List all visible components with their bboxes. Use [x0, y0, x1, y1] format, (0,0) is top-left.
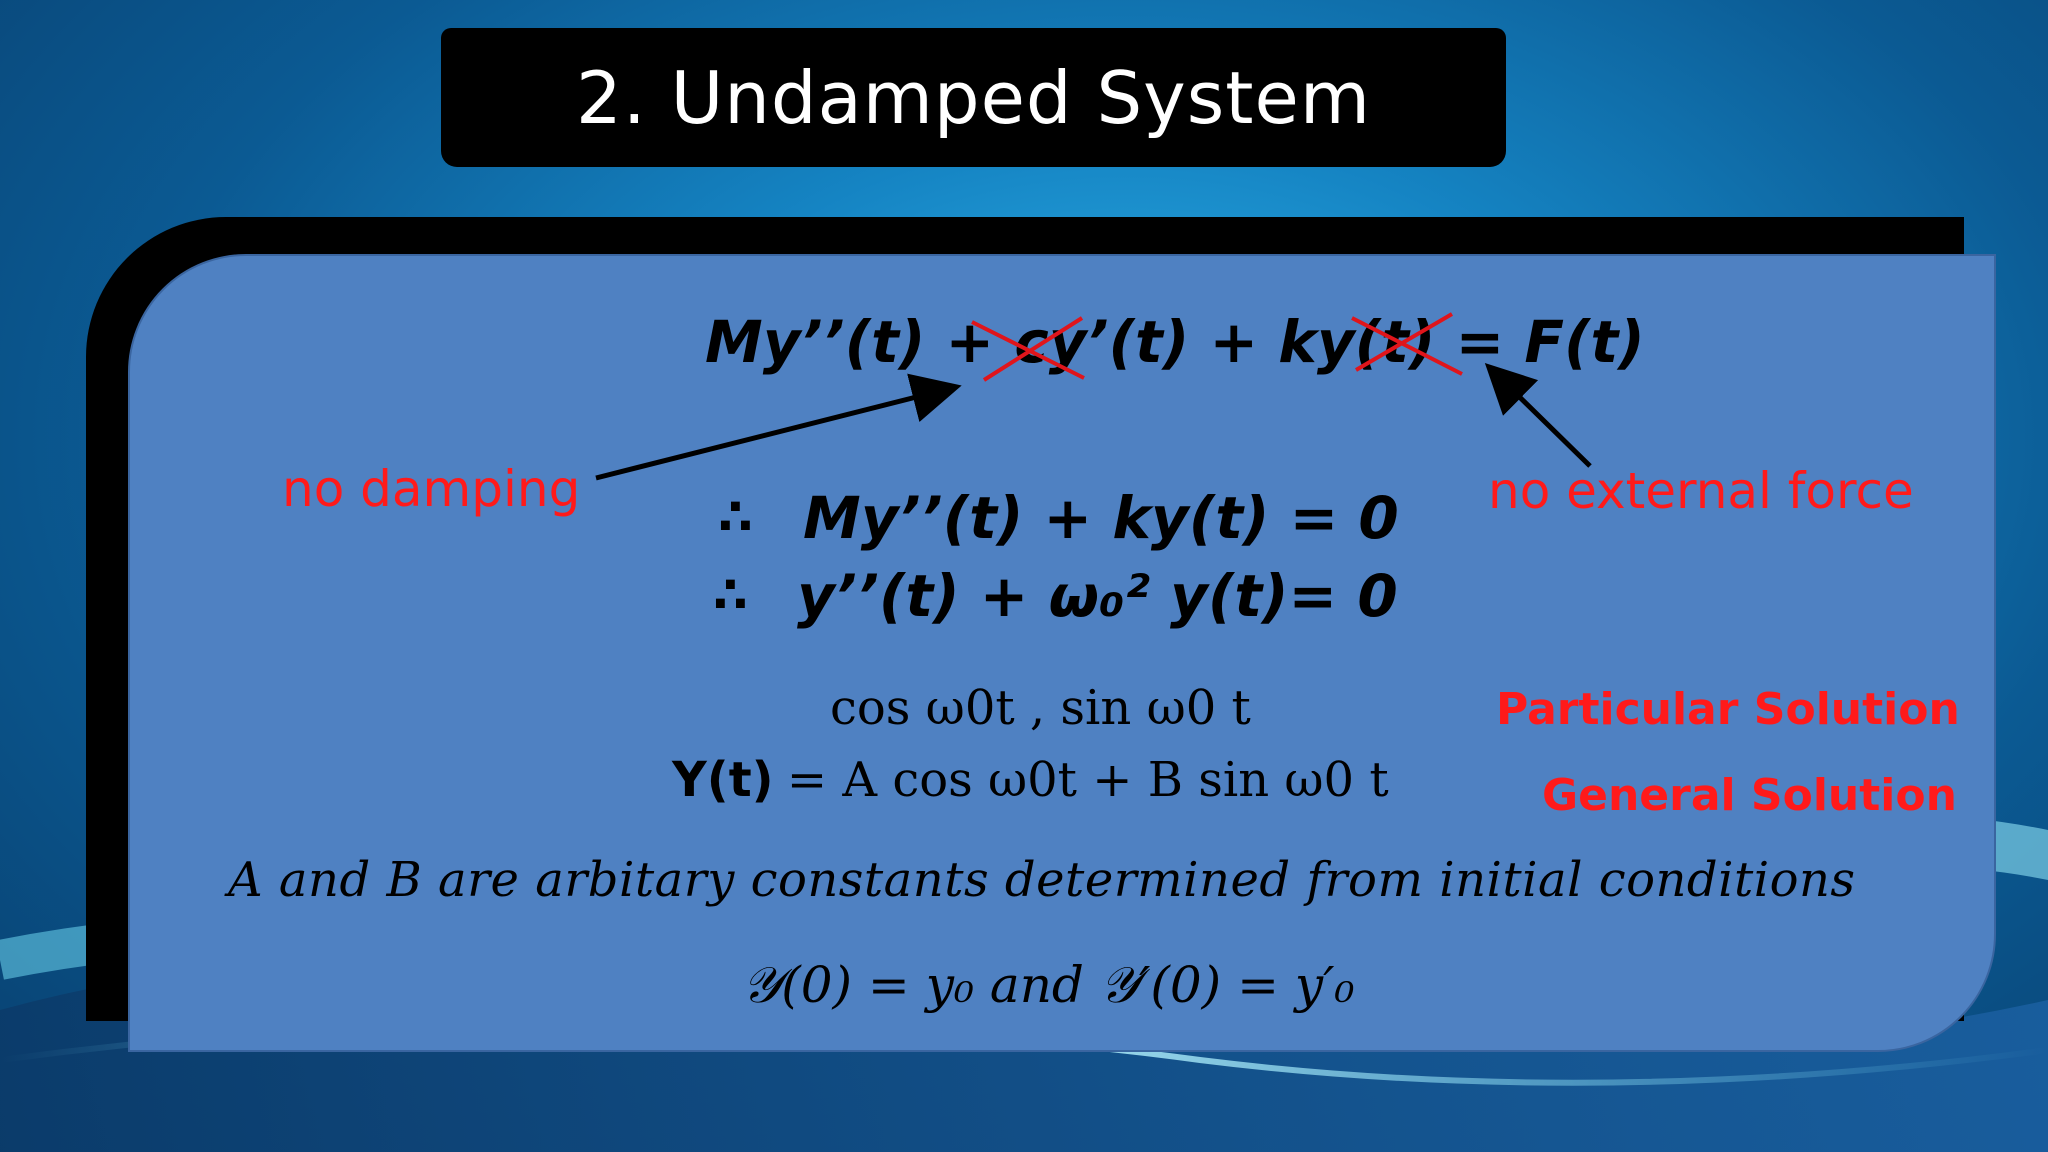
general-solution-label: General Solution — [1542, 770, 1957, 821]
therefore-symbol-2: ∴ — [713, 566, 748, 624]
general-solution-lhs: Y(t) — [672, 752, 774, 808]
reduced-equation-2: y’’(t) + ω₀² y(t)= 0 — [797, 562, 1398, 630]
particular-solution-label: Particular Solution — [1496, 684, 1960, 735]
therefore-symbol-1: ∴ — [718, 488, 753, 546]
general-solution-rhs: = A cos ω0t + B sin ω0 t — [786, 752, 1389, 808]
slide-title: 2. Undamped System — [576, 55, 1371, 140]
constants-note: A and B are arbitary constants determine… — [228, 852, 1856, 908]
initial-conditions: 𝒴(0) = y₀ and 𝒴′(0) = y′₀ — [742, 956, 1355, 1014]
main-equation: My’’(t) + cy’(t) + ky(t) = F(t) — [705, 308, 1645, 376]
general-solution: Y(t) = A cos ω0t + B sin ω0 t — [672, 752, 1389, 808]
particular-solution: cos ω0t , sin ω0 t — [830, 680, 1251, 736]
no-damping-note: no damping — [282, 460, 581, 518]
content-panel — [128, 254, 1996, 1052]
reduced-equation-1: My’’(t) + ky(t) = 0 — [803, 484, 1399, 552]
title-bar: 2. Undamped System — [441, 28, 1506, 167]
no-external-force-note: no external force — [1488, 462, 1914, 520]
